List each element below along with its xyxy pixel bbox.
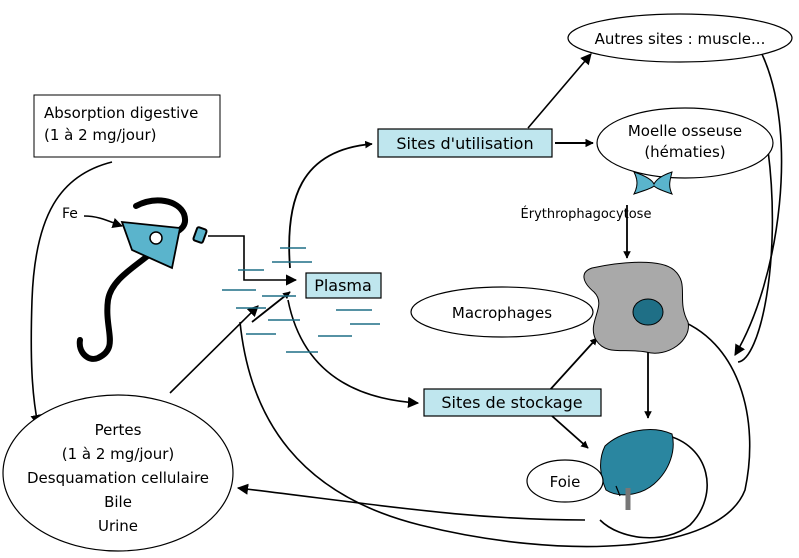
moelle-osseuse-ellipse: Moelle osseuse (hématies) — [596, 107, 774, 179]
plasma-stream-lines — [222, 247, 380, 353]
arrow-utilisation-to-autres — [527, 53, 592, 129]
arrow-stockage-to-macrophage — [547, 337, 598, 393]
arrow-plasma-to-utilisation — [288, 140, 373, 269]
arrow-macrophage-return — [239, 317, 751, 548]
intestine-curve — [76, 197, 189, 362]
liver-illustration — [600, 429, 674, 510]
arrow-foie-to-pertes — [236, 483, 586, 521]
pertes-line3: Desquamation cellulaire — [27, 469, 209, 487]
sites-stockage-label: Sites de stockage — [441, 393, 582, 412]
moelle-line2: (hématies) — [644, 143, 725, 161]
flow-arrows — [30, 49, 783, 548]
autres-sites-ellipse: Autres sites : muscle... — [567, 13, 793, 63]
plasma-box: Plasma — [305, 272, 382, 299]
sites-stockage-box: Sites de stockage — [423, 388, 602, 417]
autres-sites-label: Autres sites : muscle... — [595, 30, 766, 48]
sites-utilisation-box: Sites d'utilisation — [377, 128, 553, 158]
macrophages-ellipse: Macrophages — [410, 286, 594, 338]
plasma-label: Plasma — [314, 276, 372, 295]
foie-ellipse: Foie — [526, 459, 604, 503]
arrow-absorption-to-pertes — [30, 161, 113, 427]
sites-utilisation-label: Sites d'utilisation — [396, 134, 533, 153]
macrophages-label: Macrophages — [452, 304, 552, 322]
arrow-foie-curve — [599, 434, 708, 539]
pertes-line1: Pertes — [95, 421, 142, 439]
enterocyte-cell — [120, 220, 182, 270]
arrow-stockage-to-foie — [551, 415, 589, 449]
arrow-moelle-side — [737, 149, 774, 363]
macrophage-cell — [583, 261, 689, 354]
pertes-ellipse: Pertes (1 à 2 mg/jour) Desquamation cell… — [2, 394, 234, 552]
moelle-line1: Moelle osseuse — [628, 122, 742, 140]
absorption-line1: Absorption digestive — [44, 104, 198, 122]
arrow-autres-to-liver — [734, 49, 783, 356]
enterocyte-nucleus — [149, 231, 163, 245]
fe-arrow — [83, 215, 123, 228]
pertes-line5: Urine — [98, 517, 138, 535]
arrow-pertes-to-plasma — [169, 305, 259, 394]
arrow-big-into-plasma — [251, 291, 291, 323]
macrophage-nucleus — [632, 298, 664, 326]
fe-label: Fe — [62, 206, 78, 222]
pertes-line2: (1 à 2 mg/jour) — [62, 445, 175, 463]
pertes-line4: Bile — [104, 493, 132, 511]
erythrophagocytose-label: Érythrophagocytose — [521, 206, 652, 222]
intestine-illustration — [76, 197, 208, 362]
arrow-enterocyte-to-plasma — [208, 235, 298, 286]
iron-particle — [192, 226, 208, 244]
red-blood-cell — [633, 171, 673, 195]
foie-label: Foie — [550, 473, 581, 491]
absorption-line2: (1 à 2 mg/jour) — [44, 126, 157, 144]
absorption-digestive-box: Absorption digestive (1 à 2 mg/jour) — [33, 94, 221, 158]
